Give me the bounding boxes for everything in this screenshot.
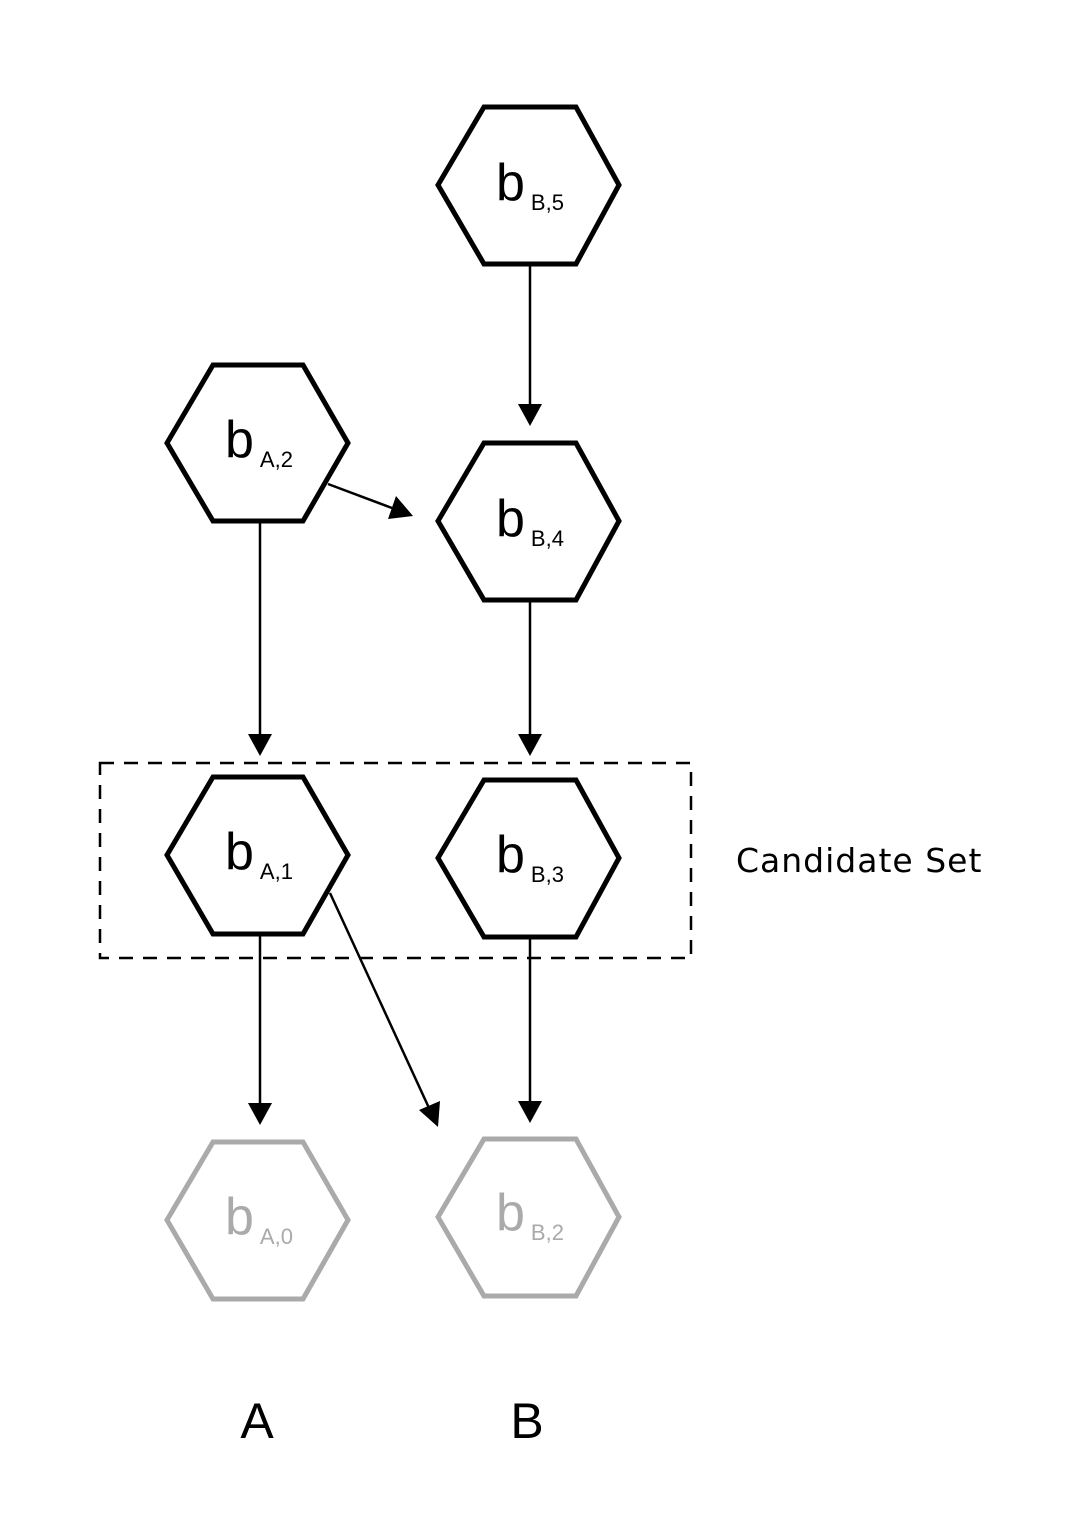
arrowhead-bA1-bA0: [248, 1103, 272, 1125]
candidate-set-box: [98, 761, 693, 960]
block-label-main: b: [225, 823, 254, 881]
hexagon-shape: [435, 1136, 622, 1299]
block-label-subscript: A,0: [260, 1224, 293, 1249]
hexagon-shape: [164, 362, 351, 524]
block-label-subscript: B,2: [531, 1220, 564, 1245]
edge-bA1-bB2: [328, 892, 431, 1109]
candidate-set-label: Candidate Set: [736, 841, 982, 880]
arrowhead-bB3-bB2: [518, 1101, 542, 1123]
arrowhead-bB5-bB4: [518, 404, 542, 426]
edge-bA2-bB4: [327, 482, 393, 510]
hexagon-shape: [164, 1139, 351, 1302]
column-label-a: A: [240, 1393, 274, 1449]
edges-layer: [248, 264, 542, 1127]
block-label-main: b: [496, 826, 525, 884]
arrowhead-bA2-bA1: [248, 734, 272, 756]
arrowhead-bA1-bB2: [419, 1101, 440, 1127]
block-label-subscript: A,2: [260, 447, 293, 472]
block-label-subscript: B,5: [531, 190, 564, 215]
block-label-main: b: [225, 1188, 254, 1246]
block-label-main: b: [496, 154, 525, 212]
hexagon-shape: [164, 774, 351, 937]
block-label-main: b: [496, 1184, 525, 1242]
arrowhead-bB4-bB3: [518, 734, 542, 756]
hexagon-shape: [435, 104, 622, 267]
block-label-main: b: [225, 411, 254, 469]
hexagon-shape: [435, 440, 622, 603]
arrowhead-bA2-bB4: [388, 496, 413, 519]
block-label-subscript: B,3: [531, 862, 564, 887]
column-label-b: B: [510, 1393, 543, 1449]
block-label-subscript: A,1: [260, 859, 293, 884]
block-label-main: b: [496, 490, 525, 548]
hexagon-shape: [435, 777, 622, 940]
block-label-subscript: B,4: [531, 526, 564, 551]
